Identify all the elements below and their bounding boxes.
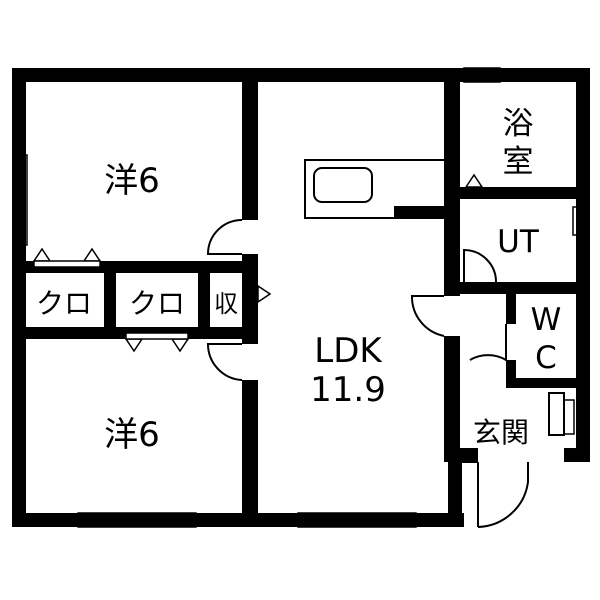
label-closet-right: クロ — [129, 287, 185, 320]
wall-closet-div1 — [104, 261, 116, 339]
wall-bottom — [12, 513, 464, 527]
label-bath-2: 室 — [503, 144, 534, 180]
closet-markers — [32, 173, 484, 353]
wall-wc-left2 — [506, 360, 516, 388]
wall-wc-bottom — [506, 378, 576, 388]
label-western-lower: 洋6 — [104, 415, 160, 455]
label-closet-left: クロ — [36, 287, 92, 320]
label-wc-1: W — [531, 302, 562, 338]
door-entrance — [477, 462, 529, 528]
door-wc — [469, 324, 507, 362]
kitchen-counter — [304, 159, 446, 219]
wall-right-lower — [564, 448, 590, 462]
wall-west-ldk-mid — [242, 254, 258, 344]
door-ldk-hall — [410, 295, 445, 337]
wall-ldk-right-lower — [444, 336, 460, 462]
wall-entry-right — [448, 448, 462, 527]
shoe-cabinet — [548, 392, 565, 436]
label-western-upper: 洋6 — [104, 161, 160, 201]
label-ldk-size: 11.9 — [310, 370, 386, 410]
wall-bath-bottom — [460, 187, 576, 199]
wall-ldk-right-upper — [444, 68, 460, 296]
wall-west-ldk-lower — [242, 380, 258, 527]
wall-wc-left — [506, 294, 516, 324]
door-west-lower — [206, 343, 243, 381]
room-labels: 洋6 洋6 クロ クロ 収 LDK 11.9 浴 室 UT W C 玄関 — [36, 106, 561, 455]
door-ut — [463, 248, 497, 283]
kitchen-sink — [313, 167, 373, 203]
door-west-upper — [206, 219, 243, 255]
windows — [12, 67, 588, 528]
wall-ut-bottom — [460, 282, 576, 294]
label-storage: 収 — [214, 290, 238, 318]
wall-closet-div2 — [198, 261, 210, 339]
label-bath-1: 浴 — [503, 106, 534, 142]
label-ldk-name: LDK — [314, 331, 383, 371]
label-wc-2: C — [535, 340, 557, 376]
wall-right-upper — [576, 68, 590, 462]
label-entrance: 玄関 — [473, 416, 529, 449]
entrance-step — [462, 448, 476, 462]
walls — [12, 68, 590, 527]
wall-top — [12, 68, 590, 82]
window-right-wc — [563, 399, 575, 435]
doors — [206, 219, 529, 528]
label-utility: UT — [497, 224, 540, 260]
wall-left — [12, 68, 26, 527]
wall-west-ldk-upper — [242, 68, 258, 220]
